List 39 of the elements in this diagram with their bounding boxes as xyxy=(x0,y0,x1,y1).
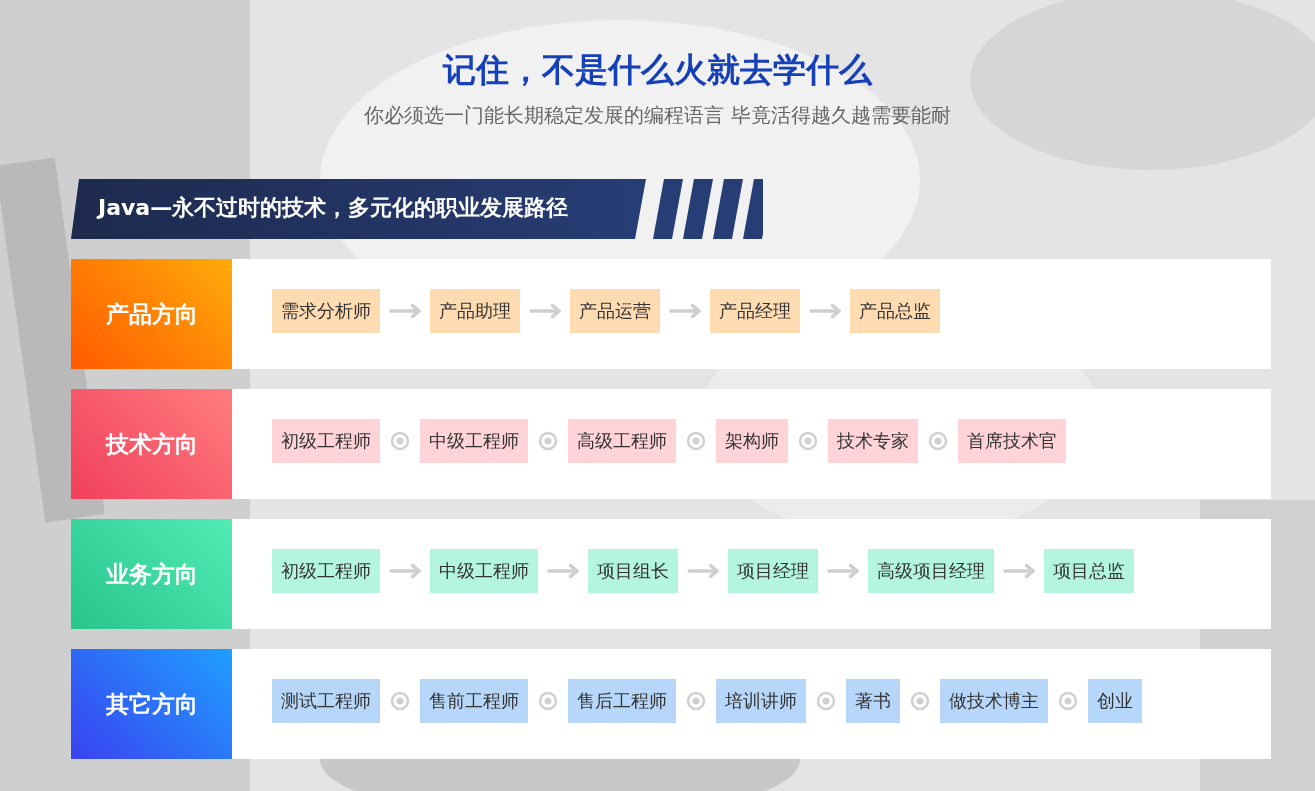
role-box: 初级工程师 xyxy=(272,419,380,463)
role-box: 项目组长 xyxy=(588,549,678,593)
arrow xyxy=(529,303,561,319)
role-box: 技术专家 xyxy=(828,419,918,463)
arrow xyxy=(547,563,579,579)
role-box: 著书 xyxy=(846,679,900,723)
role-box: 售后工程师 xyxy=(568,679,676,723)
role-box: 架构师 xyxy=(716,419,788,463)
arrow xyxy=(389,303,421,319)
role-box: 高级工程师 xyxy=(568,419,676,463)
role-box: 首席技术官 xyxy=(958,419,1066,463)
role-box: 产品运营 xyxy=(570,289,660,333)
category-box: 其它方向 xyxy=(71,649,232,759)
role-box: 需求分析师 xyxy=(272,289,380,333)
category-box: 产品方向 xyxy=(71,259,232,369)
arrow xyxy=(1003,563,1035,579)
role-box: 产品经理 xyxy=(710,289,800,333)
subtitle: 你必须选一门能长期稳定发展的编程语言 毕竟活得越久越需要能耐 xyxy=(364,103,951,127)
arrow xyxy=(687,563,719,579)
title: 记住，不是什么火就去学什么 xyxy=(443,50,872,89)
category-box: 技术方向 xyxy=(71,389,232,499)
role-box: 售前工程师 xyxy=(420,679,528,723)
arrow xyxy=(389,563,421,579)
role-box: 培训讲师 xyxy=(716,679,806,723)
role-box: 项目经理 xyxy=(728,549,818,593)
role-box: 项目总监 xyxy=(1044,549,1134,593)
category-box: 业务方向 xyxy=(71,519,232,629)
role-box: 产品助理 xyxy=(430,289,520,333)
role-box: 产品总监 xyxy=(850,289,940,333)
role-box: 测试工程师 xyxy=(272,679,380,723)
role-box: 高级项目经理 xyxy=(868,549,994,593)
role-box: 创业 xyxy=(1088,679,1142,723)
arrow xyxy=(827,563,859,579)
arrow xyxy=(669,303,701,319)
arrow xyxy=(809,303,841,319)
role-box: 中级工程师 xyxy=(420,419,528,463)
role-box: 中级工程师 xyxy=(430,549,538,593)
role-box: 初级工程师 xyxy=(272,549,380,593)
role-box: 做技术博主 xyxy=(940,679,1048,723)
